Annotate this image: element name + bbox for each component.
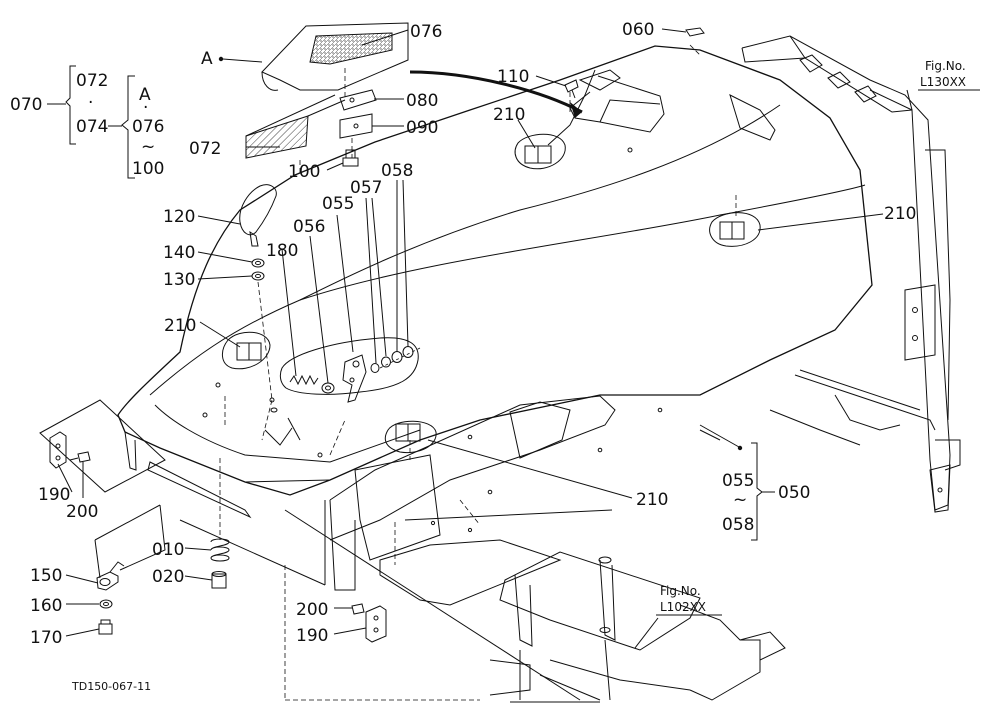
callout-057: 057 (350, 178, 382, 198)
bonnet-hood (117, 45, 873, 606)
callout-130: 130 (163, 270, 195, 290)
group-050-start: 055 (722, 471, 754, 491)
bumper-recess-rear-left (514, 133, 566, 170)
fig-ref-bottom-label: Fig.No. (660, 584, 701, 598)
bracket-bottom (351, 603, 387, 643)
callout-060: 060 (622, 20, 654, 40)
bumper-recess-right-top (709, 212, 761, 247)
group-070-tilde: ~ (141, 137, 155, 157)
group-050-label: 050 (778, 483, 810, 503)
callout-190-left: 190 (38, 485, 70, 505)
group-050-end: 058 (722, 515, 754, 535)
callout-170: 170 (30, 628, 62, 648)
group-070-label: 070 (10, 95, 42, 115)
callout-210-side: 210 (636, 490, 668, 510)
callout-058: 058 (381, 161, 413, 181)
callout-076: 076 (410, 22, 442, 42)
callout-072: 072 (189, 139, 221, 159)
callout-056: 056 (293, 217, 325, 237)
callout-055: 055 (322, 194, 354, 214)
callout-090: 090 (406, 118, 438, 138)
fig-ref-top-label: Fig.No. (925, 59, 966, 73)
lid-mount-arrow (409, 70, 583, 114)
callout-200-left: 200 (66, 502, 98, 522)
bumper-recess-front-left (222, 331, 271, 370)
group-070-view: A (139, 85, 151, 105)
bumper-recess-side (384, 420, 437, 454)
callout-100: 100 (288, 162, 320, 182)
spring-assembly (179, 458, 326, 589)
group-070-sub-end: 100 (132, 159, 164, 179)
group-070-sub-start: 076 (132, 117, 164, 137)
pin-060 (685, 27, 705, 37)
bracket-left (39, 399, 166, 493)
callout-150: 150 (30, 566, 62, 586)
callout-210-right: 210 (884, 204, 916, 224)
callout-110: 110 (497, 67, 529, 87)
leader-lines (57, 28, 913, 649)
callout-120: 120 (163, 207, 195, 227)
drawing-number: TD150-067-11 (71, 680, 151, 693)
group-070-start: 072 (76, 71, 108, 91)
callout-160: 160 (30, 596, 62, 616)
fig-ref-bottom-number: L102XX (660, 600, 706, 614)
screw-110 (564, 79, 579, 99)
group-050-tilde: ~ (733, 490, 747, 510)
callout-010: 010 (152, 540, 184, 560)
callout-labels: 076 060 110 080 090 072 100 210 210 210 … (10, 20, 980, 693)
latch-assembly (279, 337, 419, 403)
callout-140: 140 (163, 243, 195, 263)
callout-080: 080 (406, 91, 438, 111)
callout-200-bottom: 200 (296, 600, 328, 620)
callout-210-front: 210 (164, 316, 196, 336)
lower-frame (489, 551, 786, 703)
group-070-end: 074 (76, 117, 108, 137)
group-braces (47, 65, 775, 541)
group-070-view-dot: · (143, 98, 148, 118)
latch-hook (94, 504, 166, 635)
rear-frame (699, 35, 961, 513)
view-marker-a: A (201, 49, 213, 69)
fig-ref-top-number: L130XX (920, 75, 966, 89)
group-070-dot: · (88, 93, 93, 113)
callout-210-rear: 210 (493, 105, 525, 125)
assembly-guides (224, 44, 737, 701)
callout-180: 180 (266, 241, 298, 261)
lid-mount-arrowhead (570, 102, 582, 118)
callout-190-bottom: 190 (296, 626, 328, 646)
callout-020: 020 (152, 567, 184, 587)
handle-knob (239, 184, 278, 413)
